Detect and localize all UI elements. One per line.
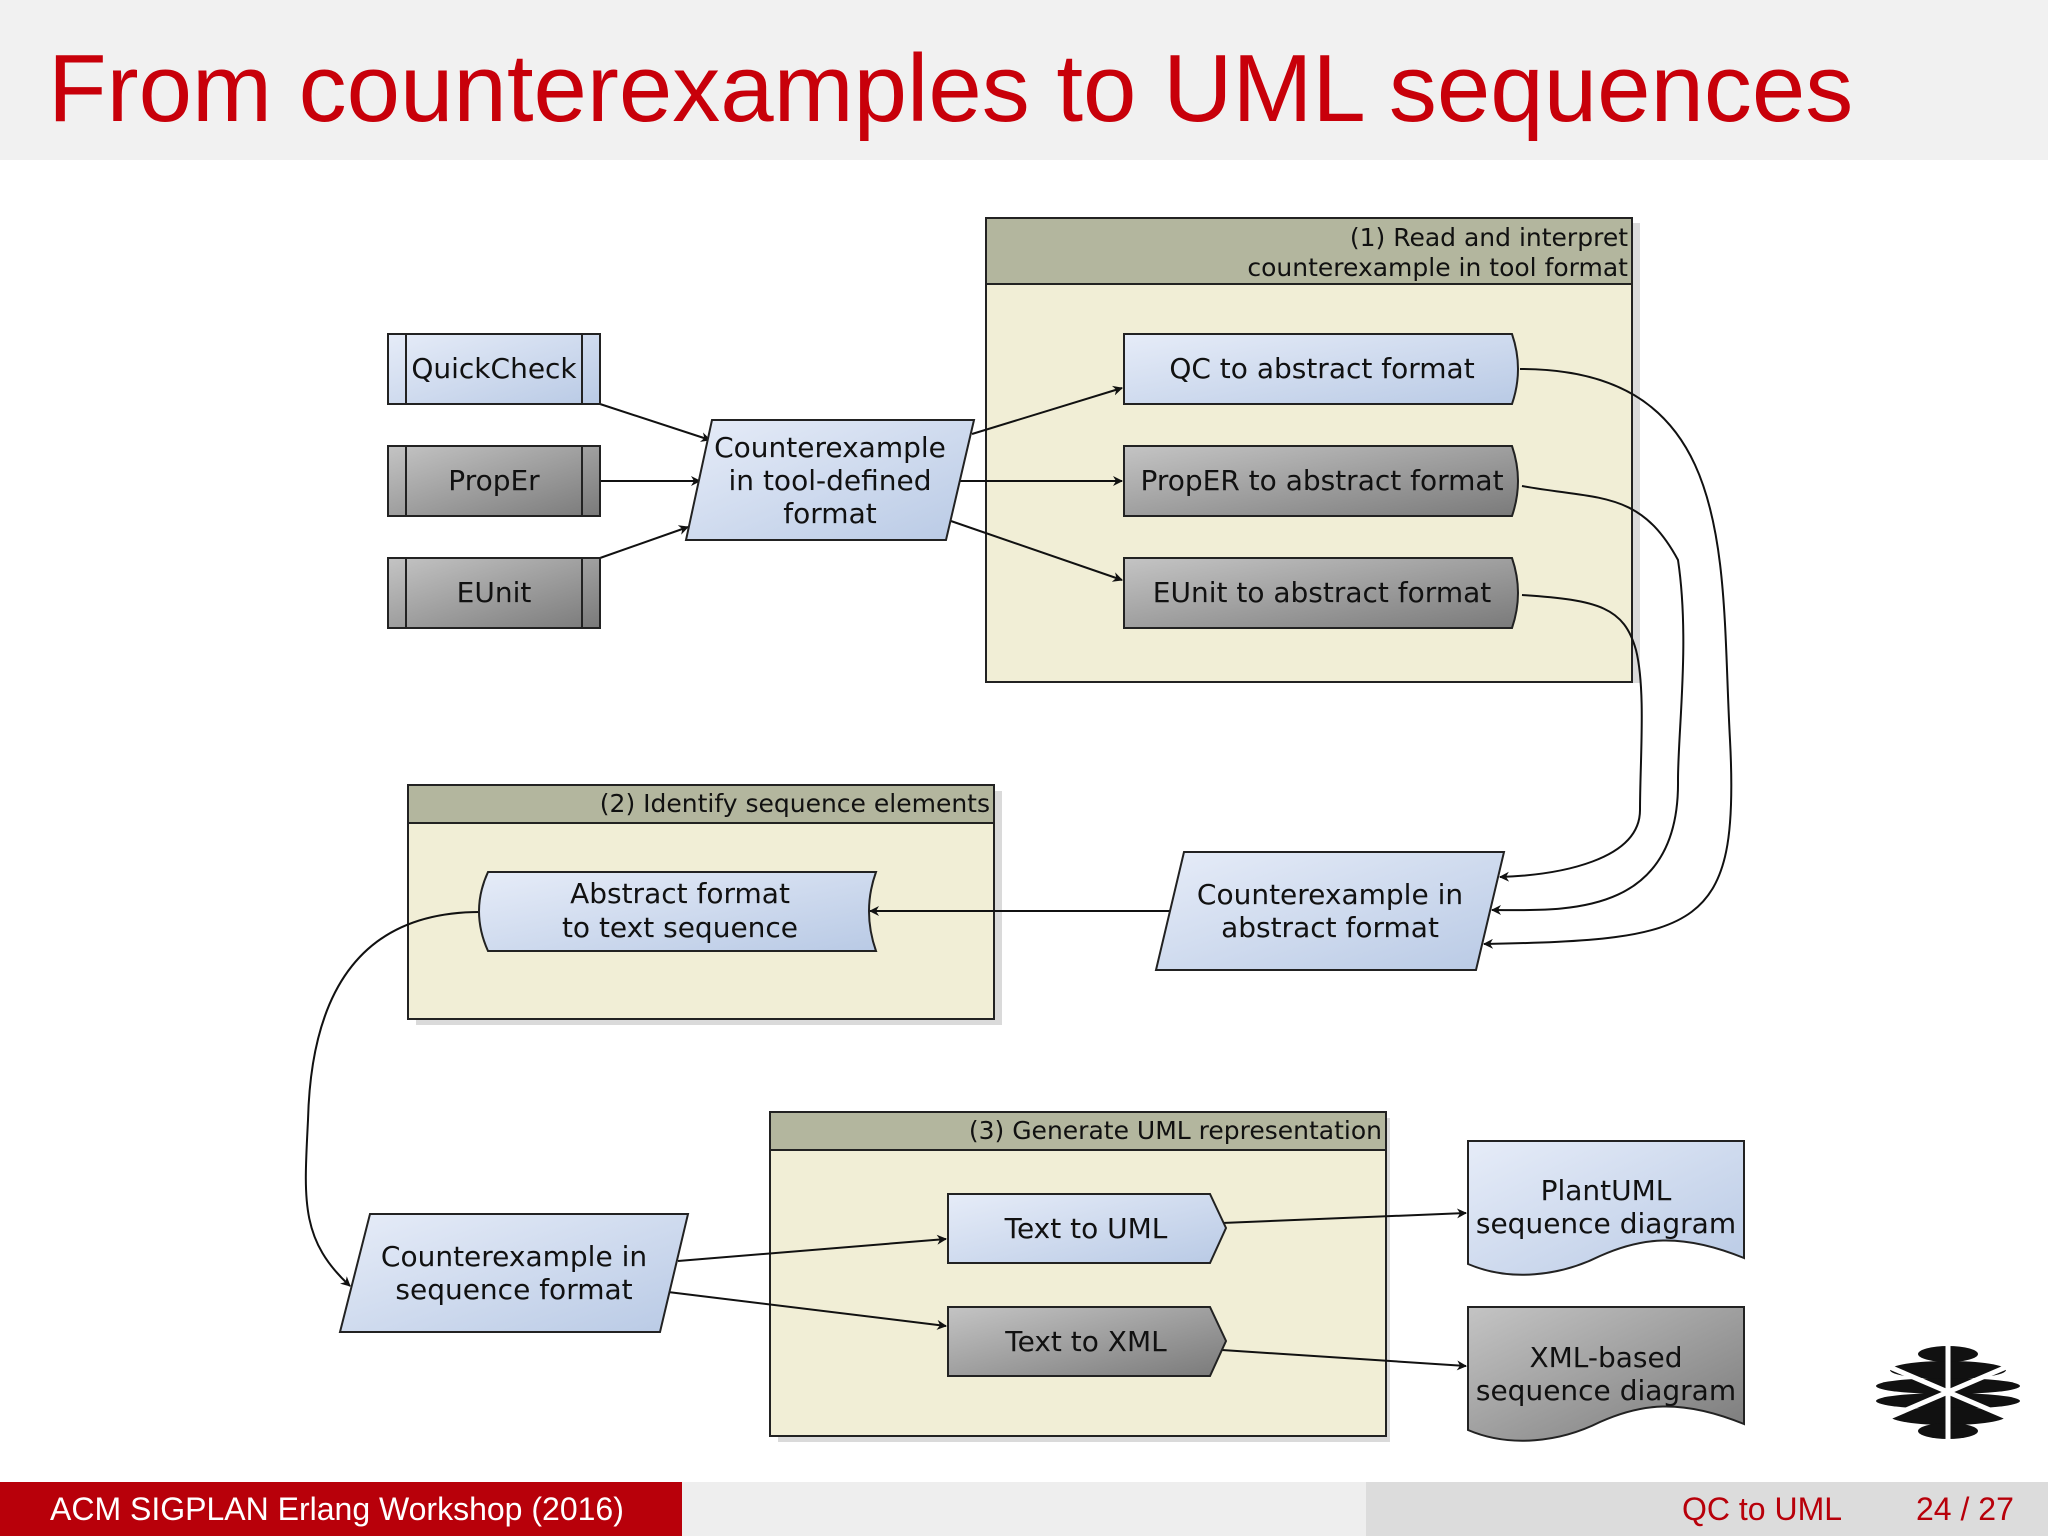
slide-title: From counterexamples to UML sequences xyxy=(48,35,1854,142)
group-read-interpret: (1) Read and interpret counterexample in… xyxy=(985,217,1640,683)
group-read-label-1: (1) Read and interpret xyxy=(1350,223,1628,252)
university-logo xyxy=(1876,1342,2020,1442)
node-text-to-uml: Text to UML xyxy=(947,1193,1228,1264)
curve-eunit-to-abstract-format xyxy=(1499,594,1643,882)
node-abstract-to-text-line1: Abstract format xyxy=(570,877,790,910)
doc-xml-line2: sequence diagram xyxy=(1476,1374,1736,1407)
doc-xml-line1: XML-based xyxy=(1529,1341,1682,1374)
node-eunit-to-abstract-label: EUnit to abstract format xyxy=(1153,576,1491,609)
arrow-tool-format-to-qc xyxy=(971,385,1123,435)
tool-proper: PropEr xyxy=(387,445,601,517)
tool-proper-label: PropEr xyxy=(448,464,540,497)
node-sequence-format-line1: Counterexample in xyxy=(381,1240,647,1273)
page-number: 24 / 27 xyxy=(1916,1491,2014,1527)
footer-middle-bar xyxy=(682,1482,1366,1536)
tool-quickcheck: QuickCheck xyxy=(387,333,601,405)
arrow-text-xml-to-xml-diagram xyxy=(1221,1349,1467,1371)
node-proper-to-abstract: PropER to abstract format xyxy=(1123,445,1519,517)
arrow-quickcheck-to-tool-format xyxy=(599,403,711,442)
group-read-label-2: counterexample in tool format xyxy=(1247,253,1628,282)
doc-plantuml-diagram: PlantUML sequence diagram xyxy=(1467,1140,1745,1276)
group-generate-uml: (3) Generate UML representation xyxy=(769,1111,1390,1442)
node-abstract-format: Counterexample in abstract format xyxy=(1154,851,1506,971)
node-text-to-xml: Text to XML xyxy=(947,1306,1228,1377)
node-qc-to-abstract-label: QC to abstract format xyxy=(1169,352,1474,385)
doc-plantuml-line1: PlantUML xyxy=(1541,1174,1672,1207)
group-generate-label: (3) Generate UML representation xyxy=(969,1116,1382,1145)
node-text-to-xml-label: Text to XML xyxy=(1004,1325,1167,1358)
arrow-text-uml-to-plantuml xyxy=(1221,1208,1467,1224)
title-bar xyxy=(0,0,2048,160)
curve-proper-to-abstract-format xyxy=(1491,485,1685,916)
node-sequence-format-line2: sequence format xyxy=(395,1273,632,1306)
node-eunit-to-abstract: EUnit to abstract format xyxy=(1123,557,1519,629)
arrow-sequence-format-to-text-uml xyxy=(677,1234,947,1262)
curve-qc-to-abstract-format xyxy=(1483,368,1733,949)
arrow-eunit-to-tool-format xyxy=(599,525,689,559)
footer-event: ACM SIGPLAN Erlang Workshop (2016) xyxy=(50,1491,624,1527)
tool-eunit: EUnit xyxy=(387,557,601,629)
doc-xml-diagram: XML-based sequence diagram xyxy=(1467,1306,1745,1442)
doc-plantuml-line2: sequence diagram xyxy=(1476,1207,1736,1240)
node-sequence-format: Counterexample in sequence format xyxy=(338,1213,690,1333)
footer-short-title: QC to UML xyxy=(1682,1491,1843,1527)
node-tool-defined-format-line3: format xyxy=(783,497,876,530)
tool-eunit-label: EUnit xyxy=(457,576,532,609)
group-identify-label: (2) Identify sequence elements xyxy=(600,789,990,818)
node-tool-defined-format-line2: in tool-defined xyxy=(729,464,932,497)
footer-right-bar xyxy=(1366,1482,2048,1536)
node-abstract-format-line1: Counterexample in xyxy=(1197,878,1463,911)
node-tool-defined-format-line1: Counterexample xyxy=(714,431,946,464)
node-proper-to-abstract-label: PropER to abstract format xyxy=(1140,464,1503,497)
node-qc-to-abstract: QC to abstract format xyxy=(1123,333,1519,405)
connectors xyxy=(304,368,1733,1371)
node-text-to-uml-label: Text to UML xyxy=(1004,1212,1168,1245)
footer-left-bar xyxy=(0,1482,682,1536)
node-tool-defined-format: Counterexample in tool-defined format xyxy=(684,419,976,541)
tool-quickcheck-label: QuickCheck xyxy=(411,352,577,385)
node-abstract-format-line2: abstract format xyxy=(1221,911,1439,944)
curve-text-sequence-to-sequence-format xyxy=(304,911,481,1287)
arrow-sequence-format-to-text-xml xyxy=(667,1291,947,1330)
node-abstract-to-text-line2: to text sequence xyxy=(562,911,798,944)
node-abstract-to-text-sequence: Abstract format to text sequence xyxy=(478,871,878,952)
arrow-tool-format-to-eunit xyxy=(947,519,1123,582)
